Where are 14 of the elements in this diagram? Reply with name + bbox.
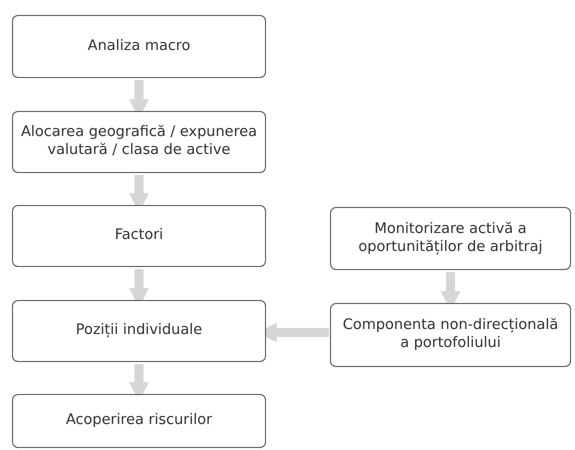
box-label: Alocarea geografică / expunerea valutară / clasa de active — [20, 124, 258, 160]
process-box — [12, 15, 266, 78]
box-label: Factori — [114, 227, 164, 245]
box-label: Analiza macro — [88, 38, 190, 56]
process-box — [330, 207, 571, 270]
process-box — [12, 205, 266, 267]
process-box — [330, 303, 571, 367]
box-label: Monitorizare activă a oportunităților de arbitraj — [357, 220, 544, 256]
box-label: Poziții individuale — [76, 322, 202, 340]
process-box — [12, 394, 266, 448]
box-label: Acoperirea riscurilor — [66, 412, 212, 430]
process-box — [12, 111, 266, 173]
box-label: Componenta non-direcțională a portofoliului — [342, 317, 560, 353]
process-box — [12, 300, 266, 362]
